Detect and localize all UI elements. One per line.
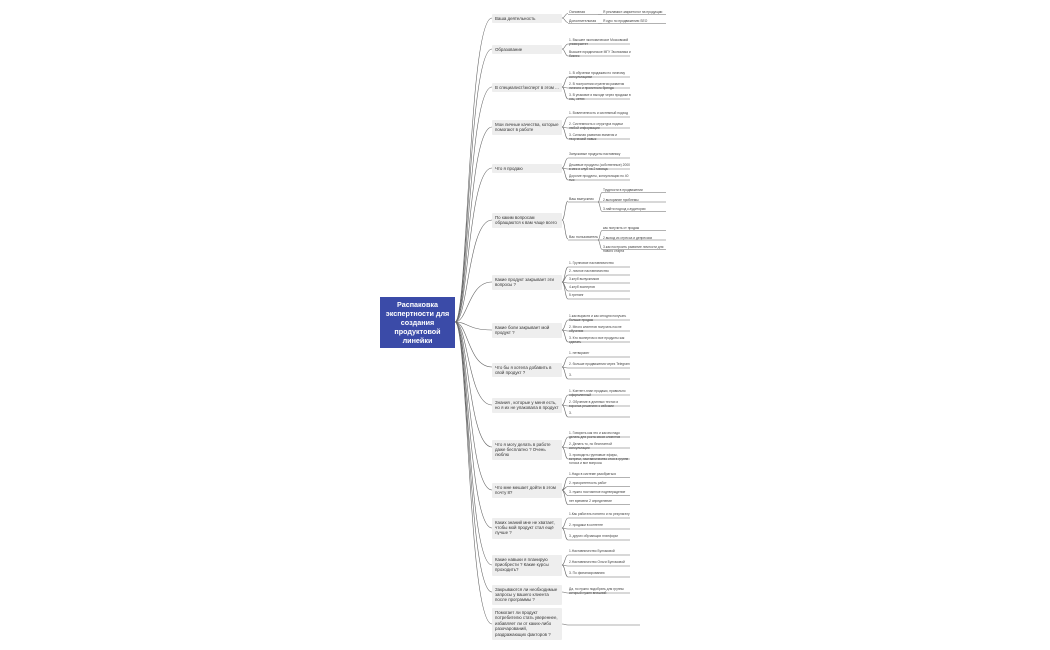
leaf-label[interactable]: Дорогие продукты, консультации по 40 тыс [569,174,629,182]
leaf-label[interactable]: 3.как построить развитие личности для но… [603,245,664,253]
leaf-label[interactable]: 5.тренинг [569,293,584,297]
leaf-label[interactable]: Трудности в продвижении [603,188,643,192]
leaf-label[interactable]: нет времени 2 определение [569,498,612,503]
topic-node[interactable]: Какие навыки я планирую приобрести ? Как… [492,554,562,576]
topic-node[interactable]: Помогает ли продукт потребителю стать ув… [492,608,562,640]
topic-node[interactable]: Образование [492,44,562,54]
leaf-label[interactable]: Запусковые продукты наставнику [569,152,621,156]
leaf-label[interactable]: 2. личное наставничество [569,269,609,273]
leaf-label[interactable]: 1. Вовлеченность и системный подход [569,111,629,115]
topic-node[interactable]: Что бы я хотела добавить в свой продукт … [492,362,562,378]
leaf-label[interactable]: 3.найти подход к аудитории [603,207,646,211]
leaf-label[interactable]: 3. нужно постоянное подтверждение [569,489,626,494]
leaf-label[interactable]: 2. больше продвижения через Telegram [569,362,630,366]
leaf-label[interactable]: Высшее юридическое МГУ Экономика и бизне… [569,50,631,58]
topic-node[interactable]: По каким вопросам обращаются к вам чаще … [492,212,562,228]
leaf-label[interactable]: Я рекламист-маркетолог на продукции [603,10,663,14]
topic-node[interactable]: Знания , которые у меня есть, но я их не… [492,397,562,413]
leaf-label[interactable]: Дешевые продукты (собственные) 2000 в ме… [569,163,631,171]
topic-node[interactable]: В специалист/эксперт в этом ... [492,82,562,92]
sub-topic-label[interactable]: Основная [569,9,585,14]
leaf-label[interactable]: 3. [569,411,572,415]
topic-node[interactable]: Что мне мешает дойти в этом почту 8? [492,482,562,498]
leaf-label[interactable]: 2. Обучение в длинных тестах и воронка р… [569,400,619,408]
leaf-label[interactable]: 1. нетворкинг [569,351,590,355]
leaf-label[interactable]: 2.Наставничество Ольги Булгаковой [569,560,625,564]
leaf-label[interactable]: Я курс по продвижению SEO [603,19,648,23]
leaf-label[interactable]: 3. Сильная развитая эмпатия и творческий… [569,133,618,141]
leaf-label[interactable]: 1. Высшее экономическое Московский униве… [569,38,629,46]
leaf-label[interactable]: 3. других обучающих платформ [569,534,618,538]
topic-node[interactable]: Мои личные качества, которые помогают в … [492,119,562,135]
sub-topic-label[interactable]: Дополнительная [569,18,597,23]
sub-topic-label[interactable]: Вас пользователь [569,235,599,239]
leaf-label[interactable]: 2. Делать то, по бесплатной консультации [569,442,612,450]
leaf-label[interactable]: 2. В построении стратегии развития лично… [569,82,625,90]
leaf-label[interactable]: 3.клуб выпускников [569,277,599,281]
leaf-label[interactable]: 3. проводить групповые эфиры, встречи, н… [569,453,629,465]
leaf-label[interactable]: 1. Говорить как это и как им надо делать… [569,431,621,439]
leaf-label[interactable]: 2. Много клиентов получать после обучени… [569,325,622,333]
leaf-label[interactable]: 1. Групповое наставничество [569,261,614,265]
leaf-label[interactable]: 4.клуб экспертов [569,285,595,289]
topic-node[interactable]: Ваша деятельность [492,13,562,23]
sub-topic-label[interactable]: Ваш выпускник [569,197,594,201]
leaf-label[interactable]: 1.Наставничество Булгаковой [569,549,615,553]
topic-node[interactable]: Что я могу делать в работе даже бесплатн… [492,439,562,460]
leaf-label[interactable]: Да, но нужно подобрать для группы которы… [569,587,624,595]
leaf-label[interactable]: 1. Контент-план продажи, правильно оформ… [569,389,626,397]
topic-node[interactable]: Каких знаний мне не хватает, чтобы мой п… [492,517,562,539]
leaf-label[interactable]: 1. В обучении продажам по личному консул… [569,71,626,79]
leaf-label[interactable]: как получить от продаж [603,226,640,230]
leaf-label[interactable]: 3. Кто экспертом и все продукты как сдел… [569,336,625,344]
leaf-label[interactable]: 1.как вырасти и как сегодня получать бол… [569,314,627,322]
leaf-label[interactable]: 1.Как работать понятно и по результату [569,512,630,516]
leaf-label[interactable]: 3. В упаковке и выходе через продажи в с… [569,93,631,101]
leaf-label[interactable]: 1.Надо в системе разобраться [569,471,616,476]
topic-node[interactable]: Какие продукт закрывает эти вопросы ? [492,274,562,290]
topic-node[interactable]: Что я продаю [492,163,562,173]
root-topic[interactable]: Распаковка экспертности для создания про… [380,297,455,348]
leaf-label[interactable]: 3. [569,373,572,377]
leaf-label[interactable]: 2. приоритетность работ [569,480,607,485]
leaf-label[interactable]: 2.выход из стресса и депрессии [603,235,653,240]
topic-node[interactable]: Какие боли закрывает мой продукт ? [492,322,562,338]
topic-node[interactable]: Закрываются ли необходимые запросы у ваш… [492,584,562,605]
leaf-label[interactable]: 2. продажи в контенте [569,523,604,527]
leaf-label[interactable]: 2. Системность и структура подачи любой … [569,122,623,130]
leaf-label[interactable]: 2.выгорание проблемы [603,197,639,202]
leaf-label[interactable]: 3. По финансированию [569,571,605,575]
